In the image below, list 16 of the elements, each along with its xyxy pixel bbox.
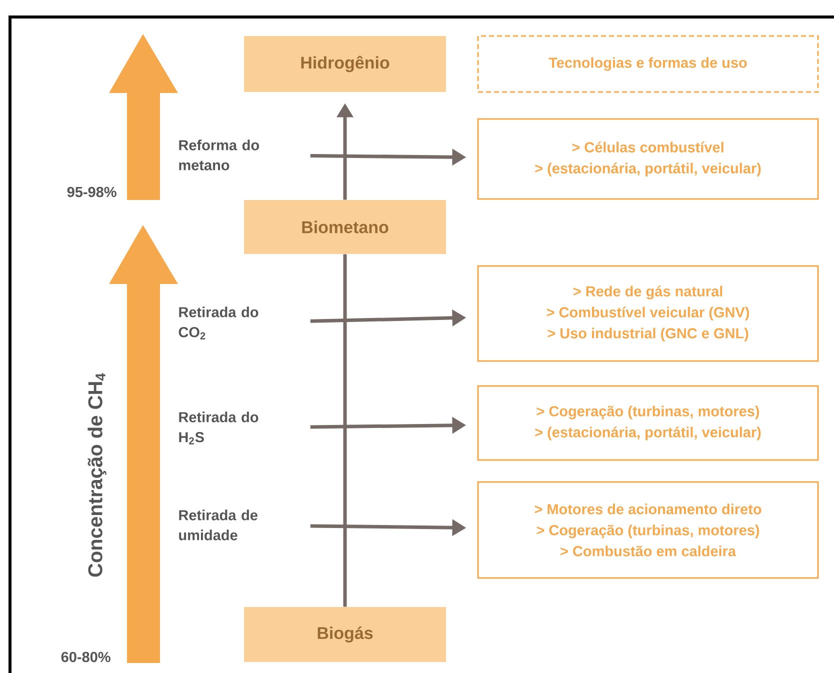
process-label: Retirada do CO$_{2}$ [178, 306, 258, 340]
stage-box: Biometano [244, 200, 446, 254]
stage-box: Hidrogênio [244, 36, 446, 92]
connector-line [343, 254, 347, 607]
uses-box: > Rede de gás natural > Combustível veicular (GNV) > Uso industrial (GNC e GNL) [477, 265, 819, 362]
percent-label: 60-80% [61, 652, 110, 662]
process-label: Retirada de umidade [179, 510, 258, 540]
axis-title: Concentração de CH$_{4}$ [88, 373, 106, 577]
process-label: Retirada do H$_{2}$S [179, 412, 258, 444]
process-label: Reforma do metano [179, 140, 259, 170]
uses-box: > Cogeração (turbinas, motores) > (estacionária, portátil, veicular) [477, 385, 819, 461]
stage-box: Biogás [244, 607, 446, 662]
header-box: Tecnologias e formas de uso [477, 35, 819, 93]
uses-box: > Motores de acionamento direto > Cogeração (turbinas, motores) > Combustão em caldeira [477, 481, 819, 579]
uses-box: > Células combustível > (estacionária, portátil, veicular) [477, 118, 819, 200]
percent-label: 95-98% [67, 186, 116, 198]
